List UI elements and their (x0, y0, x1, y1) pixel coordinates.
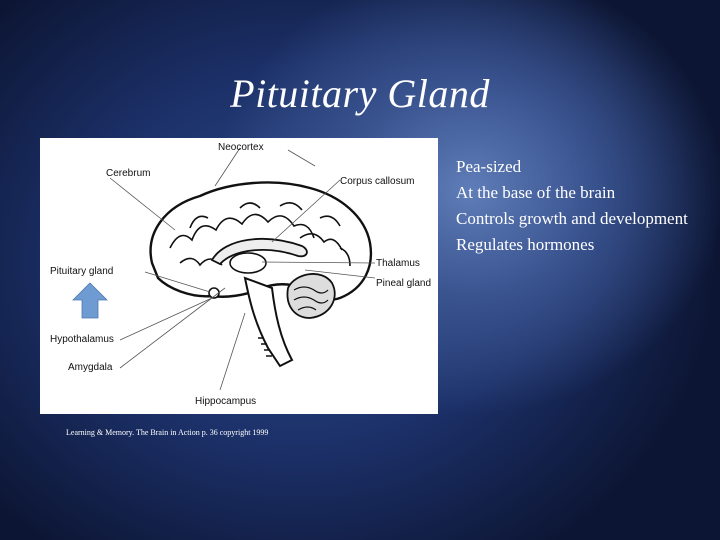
label-pituitary-gland: Pituitary gland (50, 266, 113, 277)
slide-title: Pituitary Gland (230, 71, 490, 116)
brain-stem-shape (243, 276, 294, 368)
label-corpus-callosum: Corpus callosum (340, 176, 414, 187)
brain-gyri (169, 202, 351, 267)
label-hippocampus: Hippocampus (195, 396, 256, 407)
bullet-item: Regulates hormones (456, 235, 595, 254)
brain-diagram: Neocortex Cerebrum Corpus callosum Thala… (40, 138, 438, 414)
label-cerebrum: Cerebrum (106, 168, 150, 179)
bullet-list: Pea-sized At the base of the brain Contr… (456, 154, 706, 258)
bullet-item: Pea-sized (456, 157, 522, 176)
figure-caption: Learning & Memory. The Brain in Action p… (66, 428, 269, 437)
thalamus-shape (229, 252, 267, 274)
brain-outline (149, 181, 373, 302)
cerebellum-shape (286, 273, 336, 319)
bullet-item: At the base of the brain (456, 183, 616, 202)
label-amygdala: Amygdala (68, 362, 113, 373)
corpus-callosum-shape (210, 238, 308, 266)
leader-lines (109, 147, 376, 391)
label-hypothalamus: Hypothalamus (50, 334, 114, 345)
up-arrow-icon (72, 282, 108, 319)
bullet-item: Controls growth and development (456, 209, 688, 228)
brain-diagram-svg: Neocortex Cerebrum Corpus callosum Thala… (50, 142, 431, 407)
cerebellum-folds (293, 286, 329, 311)
brain-stem-marks (258, 337, 272, 357)
label-thalamus: Thalamus (376, 258, 420, 269)
label-neocortex: Neocortex (218, 142, 264, 153)
label-pineal-gland: Pineal gland (376, 278, 431, 289)
